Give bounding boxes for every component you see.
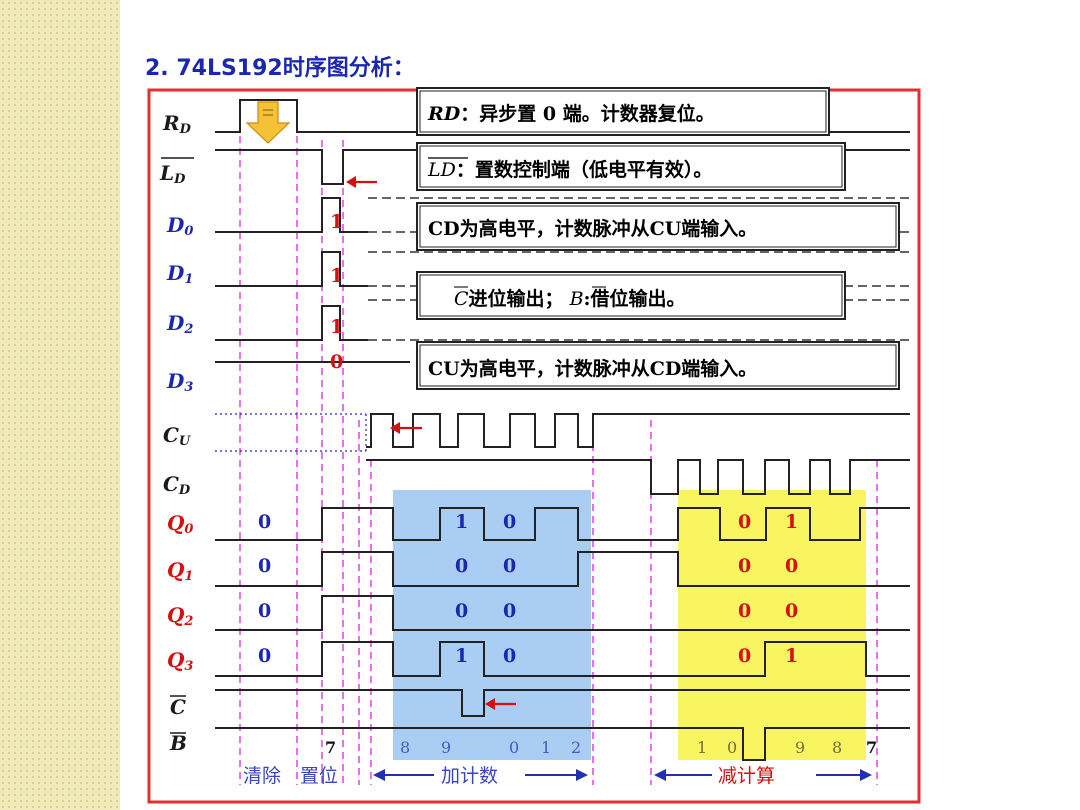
dotted-guides: [215, 413, 367, 452]
decorative-sidebar: [0, 0, 120, 810]
wave-d2: [215, 305, 368, 341]
label-q1: Q1: [167, 558, 193, 584]
down-q2-a: 0: [738, 600, 751, 622]
caption-up: 加计数: [441, 765, 498, 787]
captions: 清除 置位 加计数 减计算: [243, 765, 872, 787]
up-q1-a: 0: [455, 555, 468, 577]
label-d0: D0: [166, 213, 193, 239]
indicator-arrows: [346, 176, 516, 710]
down-seq-2: 9: [795, 738, 805, 757]
wave-q2: [215, 595, 910, 631]
wave-b: [215, 727, 910, 761]
label-ld: LD: [159, 161, 186, 187]
box-rd-text: RD：异步置 0 端。计数器复位。: [427, 102, 715, 125]
d2-bit: 1: [330, 316, 343, 338]
label-q0: Q0: [167, 511, 193, 537]
down-q0-b: 1: [785, 511, 798, 533]
page-title: 2. 74LS192时序图分析：: [145, 56, 415, 81]
clear-bit-q2: 0: [258, 600, 271, 622]
wave-d0: [215, 197, 368, 233]
label-q2: Q2: [167, 603, 193, 629]
up-q3-b: 0: [503, 645, 516, 667]
label-cu: CU: [163, 423, 191, 449]
down-seq-3: 8: [832, 738, 842, 757]
label-d3: D3: [166, 369, 193, 395]
clear-bit-q3: 0: [258, 645, 271, 667]
caption-down: 减计算: [718, 765, 775, 787]
down-arrow-icon: [245, 101, 291, 144]
count-up-highlight: [393, 490, 591, 760]
d3-bit: 0: [330, 351, 343, 373]
wave-c: [215, 689, 910, 717]
time-markers: [239, 100, 878, 785]
label-c: C: [170, 695, 186, 719]
clear-bit-q0: 0: [258, 511, 271, 533]
up-q0-a: 1: [455, 511, 468, 533]
up-seq-2: 0: [509, 738, 519, 757]
up-q3-a: 1: [455, 645, 468, 667]
down-q2-b: 0: [785, 600, 798, 622]
down-q0-a: 0: [738, 511, 751, 533]
d1-bit: 1: [330, 265, 343, 287]
annotation-boxes: RD：异步置 0 端。计数器复位。 LD：置数控制端（低电平有效）。 CD为高电…: [416, 87, 900, 390]
up-seq-1: 9: [441, 738, 451, 757]
caption-preset: 置位: [300, 765, 338, 787]
wave-q1: [215, 551, 910, 587]
preset-value: 7: [325, 738, 336, 757]
label-d1: D1: [166, 261, 193, 287]
down-q3-b: 1: [785, 645, 798, 667]
label-cd: CD: [163, 472, 191, 498]
wave-cd: [366, 459, 910, 495]
count-up-bits: 1 0 0 0 0 0 1 0: [455, 511, 516, 667]
caption-clear: 清除: [243, 765, 281, 787]
count-down-highlight: [678, 490, 866, 760]
count-down-bits: 0 1 0 0 0 0 0 1: [738, 511, 798, 667]
down-q1-b: 0: [785, 555, 798, 577]
up-seq-3: 1: [541, 738, 551, 757]
label-d2: D2: [166, 311, 193, 337]
box-cu-high-text: CU为高电平，计数脉冲从CD端输入。: [428, 357, 757, 380]
down-seq-4: 7: [866, 738, 877, 757]
box-cd-high-text: CD为高电平，计数脉冲从CU端输入。: [428, 217, 757, 240]
label-q3: Q3: [167, 648, 193, 674]
wave-cu: [366, 413, 910, 448]
down-seq-1: 0: [727, 738, 737, 757]
counter-sequence: 7 8 9 0 1 2 1 0 9 8 7: [325, 738, 877, 757]
up-q2-a: 0: [455, 600, 468, 622]
d0-bit: 1: [330, 211, 343, 233]
down-q1-a: 0: [738, 555, 751, 577]
up-q0-b: 0: [503, 511, 516, 533]
clear-bit-q1: 0: [258, 555, 271, 577]
up-seq-4: 2: [571, 738, 581, 757]
label-rd: RD: [162, 111, 192, 137]
box-ld-text: LD：置数控制端（低电平有效）。: [427, 158, 712, 181]
up-seq-0: 8: [400, 738, 410, 757]
signal-labels: RD LD D0 D1 D2 D3 CU CD Q0 Q1 Q2 Q3 C B: [159, 111, 194, 755]
clear-bits: 0 0 0 0: [258, 511, 271, 667]
box-carry-text: C进位输出；B:借位输出。: [454, 287, 686, 310]
wave-rd: [215, 99, 910, 133]
data-bits: 1 1 1 0: [330, 211, 343, 373]
up-q2-b: 0: [503, 600, 516, 622]
up-q1-b: 0: [503, 555, 516, 577]
wave-q3: [215, 641, 910, 677]
wave-q0: [215, 507, 910, 541]
down-q3-a: 0: [738, 645, 751, 667]
wave-d1: [215, 251, 368, 287]
label-b: B: [169, 731, 187, 755]
down-seq-0: 1: [697, 738, 707, 757]
